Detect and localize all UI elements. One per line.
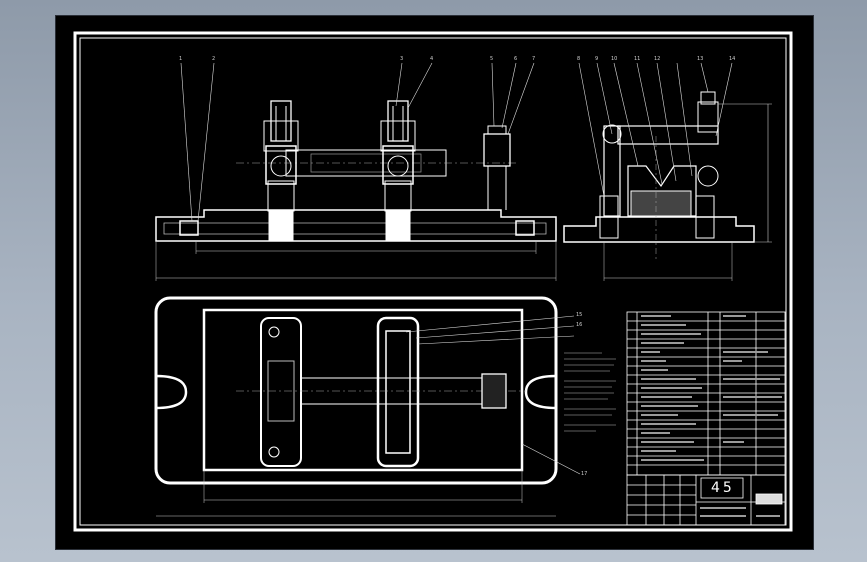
balloon-13: 13	[697, 56, 704, 62]
balloon-12: 12	[654, 56, 661, 62]
balloon-7: 7	[532, 56, 536, 62]
cad-drawing	[73, 31, 793, 532]
balloon-8: 8	[577, 56, 581, 62]
balloon-10: 10	[611, 56, 618, 62]
balloon-14: 14	[729, 56, 736, 62]
side-view	[563, 62, 772, 281]
title-block	[626, 474, 786, 526]
balloon-17: 17	[581, 471, 588, 477]
balloon-9: 9	[595, 56, 599, 62]
cad-viewport[interactable]: 1 2 3 4 5 6 7 8 9 10 11 12 13 14 15 16 1…	[55, 15, 814, 550]
balloon-2: 2	[212, 56, 216, 62]
balloon-6: 6	[514, 56, 518, 62]
front-view	[155, 62, 557, 281]
balloon-11: 11	[634, 56, 641, 62]
inner-frame	[79, 37, 787, 526]
balloon-15: 15	[576, 312, 583, 318]
technical-notes	[564, 352, 616, 432]
plan-view	[154, 296, 581, 517]
left-support	[263, 100, 299, 242]
balloon-16: 16	[576, 322, 583, 328]
balloon-3: 3	[400, 56, 404, 62]
balloon-1: 1	[179, 56, 183, 62]
parts-list	[626, 311, 786, 476]
title-block-number: 45	[711, 480, 735, 496]
balloon-4: 4	[430, 56, 434, 62]
middle-support	[380, 100, 416, 242]
outer-frame	[73, 31, 793, 532]
balloon-5: 5	[490, 56, 494, 62]
